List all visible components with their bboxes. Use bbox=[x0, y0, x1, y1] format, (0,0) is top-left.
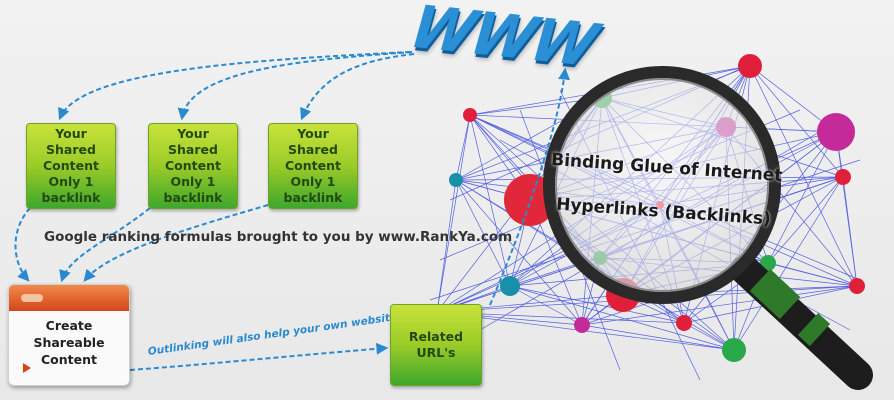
network-node bbox=[835, 169, 851, 185]
card-header bbox=[9, 285, 129, 311]
box-text: Only 1 bbox=[170, 174, 216, 189]
box-text: Only 1 bbox=[48, 174, 94, 189]
network-link bbox=[581, 324, 735, 351]
network-link bbox=[581, 285, 858, 326]
box-text: URL's bbox=[416, 345, 456, 360]
network-node bbox=[574, 317, 590, 333]
play-icon bbox=[23, 363, 31, 373]
network-node bbox=[760, 255, 776, 271]
network-node bbox=[449, 173, 463, 187]
tagline-text: Google ranking formulas brought to you b… bbox=[44, 229, 513, 245]
network-link bbox=[767, 176, 844, 264]
card-label-line: Create Shareable bbox=[33, 318, 105, 350]
box-text: backlink bbox=[41, 190, 101, 205]
network-node bbox=[676, 315, 692, 331]
card-label: Create Shareable Content bbox=[9, 317, 129, 368]
related-urls-box: Related URL's bbox=[390, 304, 482, 386]
network-node bbox=[500, 276, 520, 296]
network-link bbox=[749, 65, 844, 178]
shared-content-box-3: Your Shared Content Only 1 backlink bbox=[268, 123, 358, 209]
box-text: Content bbox=[285, 158, 341, 173]
network-link bbox=[767, 131, 837, 264]
box-text: Content bbox=[165, 158, 221, 173]
network-link bbox=[436, 179, 457, 313]
create-content-card: Create Shareable Content bbox=[8, 284, 130, 386]
box-text: Related bbox=[408, 329, 464, 344]
box-text: backlink bbox=[163, 190, 223, 205]
network-node bbox=[849, 278, 865, 294]
network-link bbox=[436, 114, 471, 313]
network-link bbox=[842, 176, 858, 287]
network-link bbox=[733, 176, 844, 351]
network-node bbox=[463, 108, 477, 122]
network-link bbox=[509, 285, 735, 351]
shared-content-box-2: Your Shared Content Only 1 backlink bbox=[148, 123, 238, 209]
network-link bbox=[767, 262, 858, 287]
box-text: Only 1 bbox=[290, 174, 336, 189]
network-node bbox=[738, 54, 762, 78]
network-node bbox=[817, 113, 855, 151]
network-link bbox=[749, 65, 858, 287]
network-link bbox=[455, 179, 511, 287]
box-text: Your Shared bbox=[46, 126, 96, 157]
card-label-line: Content bbox=[41, 352, 97, 367]
network-link bbox=[509, 285, 685, 324]
network-node bbox=[722, 338, 746, 362]
box-text: backlink bbox=[283, 190, 343, 205]
box-text: Your Shared bbox=[288, 126, 338, 157]
card-pill-icon bbox=[21, 294, 43, 302]
shared-content-box-1: Your Shared Content Only 1 backlink bbox=[26, 123, 116, 209]
box-text: Your Shared bbox=[168, 126, 218, 157]
network-link bbox=[455, 114, 471, 181]
box-text: Content bbox=[43, 158, 99, 173]
